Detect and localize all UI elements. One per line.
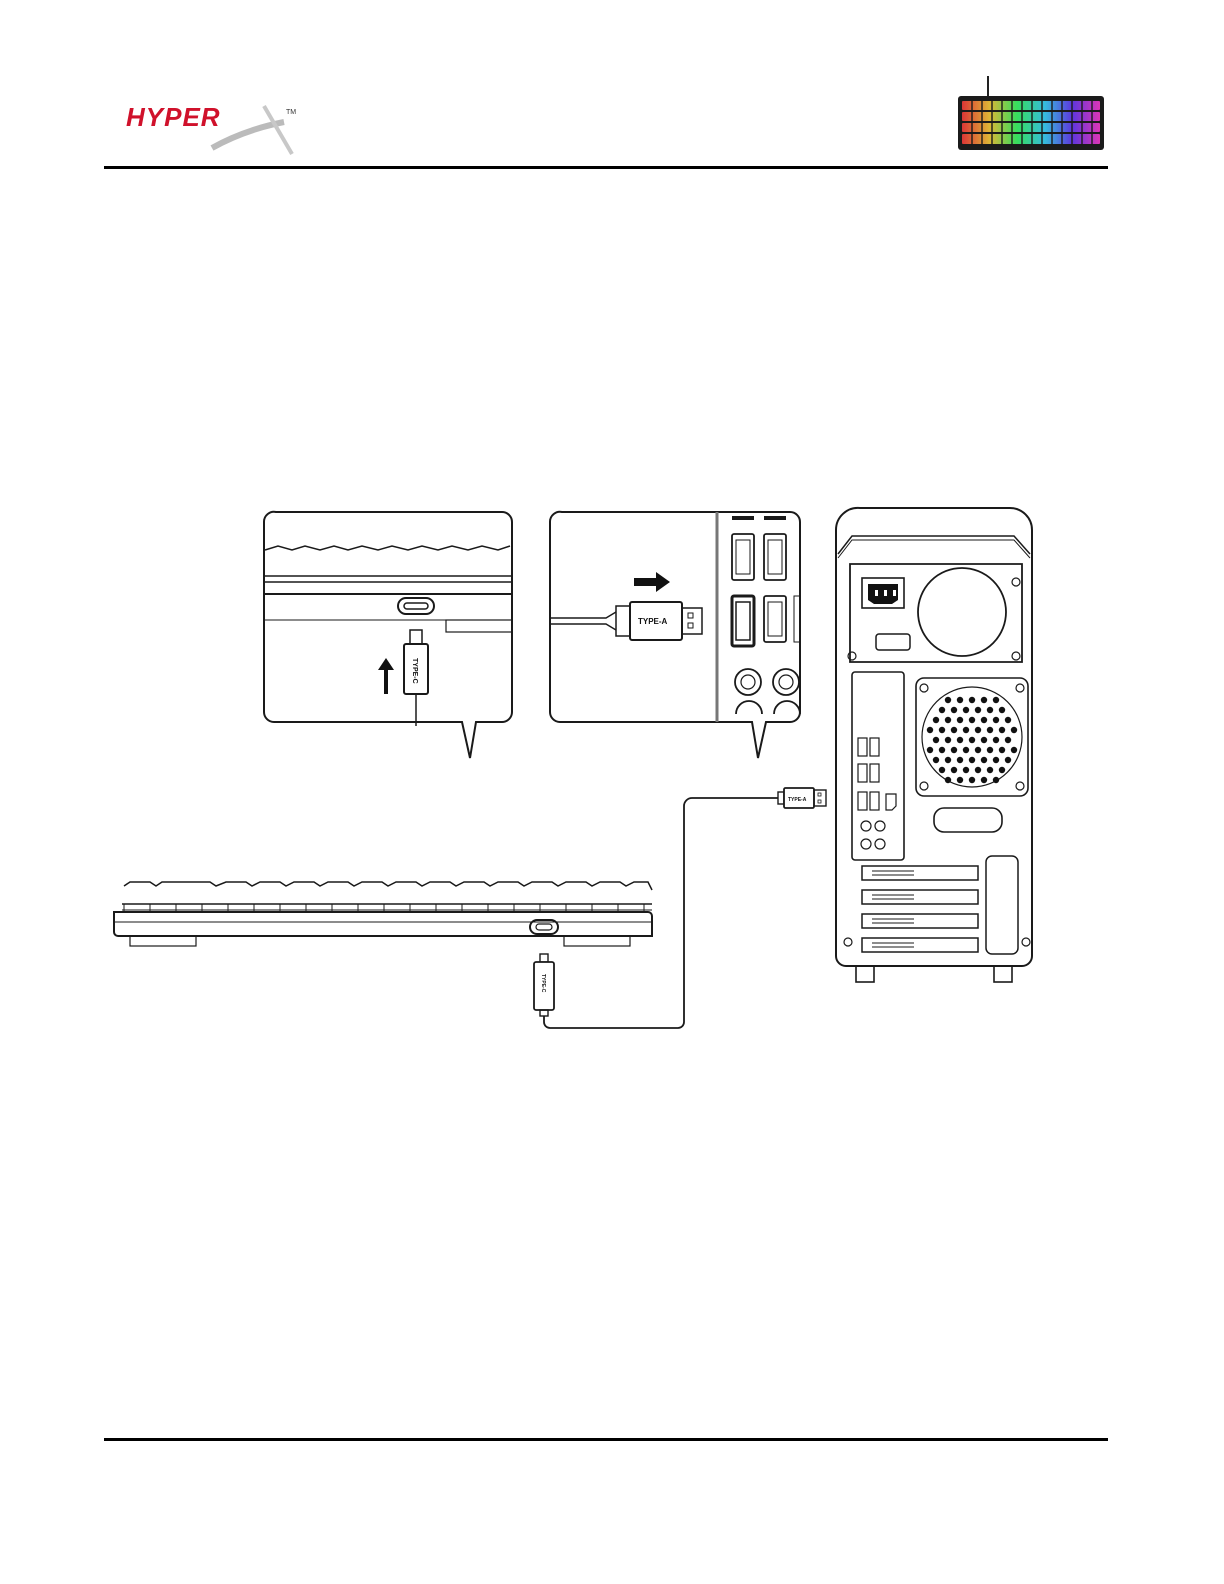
header-divider [104, 166, 1108, 169]
hyperx-logo: HYPER TM [124, 100, 304, 160]
svg-text:TYPE-A: TYPE-A [788, 797, 807, 803]
svg-text:HYPER: HYPER [126, 102, 221, 132]
callout-keyboard-port: TYPE-C [264, 512, 512, 758]
type-c-label: TYPE-C [411, 658, 418, 684]
keyboard-thumbnail-icon [956, 74, 1106, 152]
type-a-label: TYPE-A [638, 617, 668, 626]
footer-divider [104, 1438, 1108, 1441]
callout-pc-port: TYPE-A [550, 512, 800, 758]
svg-text:TYPE-C: TYPE-C [540, 974, 546, 993]
pc-tower-rear [836, 508, 1032, 982]
keyboard-side-view [114, 882, 652, 946]
svg-text:TM: TM [286, 109, 296, 116]
connection-diagram: TYPE-C [100, 500, 1050, 1040]
usb-cable: TYPE-C TYPE-A [534, 788, 826, 1028]
